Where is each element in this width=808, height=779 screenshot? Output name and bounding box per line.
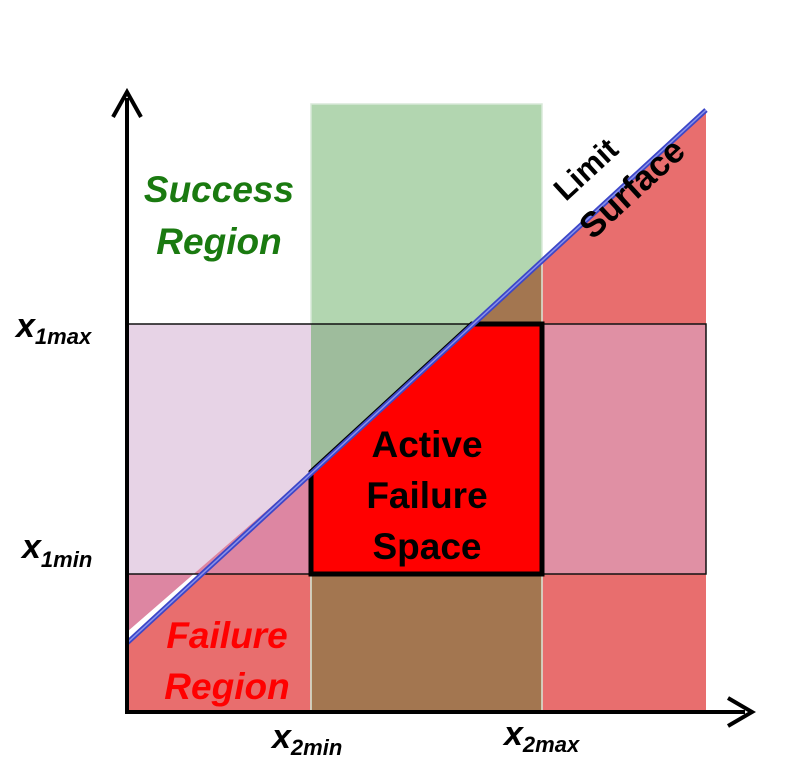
x1min-label: x1min [20, 528, 92, 572]
limit-surface-line-highlight [126, 109, 707, 644]
active-failure-space-label-line1: Active [371, 424, 482, 465]
success-region-label-line1: Success [144, 169, 294, 210]
x1-band-right [542, 324, 706, 574]
x1-band-left-below [128, 472, 311, 631]
x2min-label: x2min [270, 718, 342, 760]
x2max-label: x2max [502, 715, 580, 757]
failure-region-label-line2: Region [164, 666, 289, 707]
x2max-main: x [502, 715, 525, 753]
x1-band-left-above [128, 324, 311, 631]
x1max-subscript: 1max [35, 324, 92, 349]
success-region-label-line2: Region [156, 221, 281, 262]
active-failure-space-label-line3: Space [372, 526, 481, 567]
x2min-subscript: 2min [290, 735, 342, 760]
active-failure-space-label-line2: Failure [366, 475, 487, 516]
x2min-main: x [270, 718, 293, 756]
x1max-label: x1max [14, 307, 92, 349]
x1max-main: x [14, 307, 37, 345]
x1min-main: x [20, 528, 43, 566]
x2max-subscript: 2max [522, 732, 580, 757]
failure-region-label-line1: Failure [166, 615, 287, 656]
y-axis-arrowhead [111, 87, 143, 118]
x-axis-arrowhead [726, 696, 756, 728]
x1min-subscript: 1min [41, 547, 92, 572]
